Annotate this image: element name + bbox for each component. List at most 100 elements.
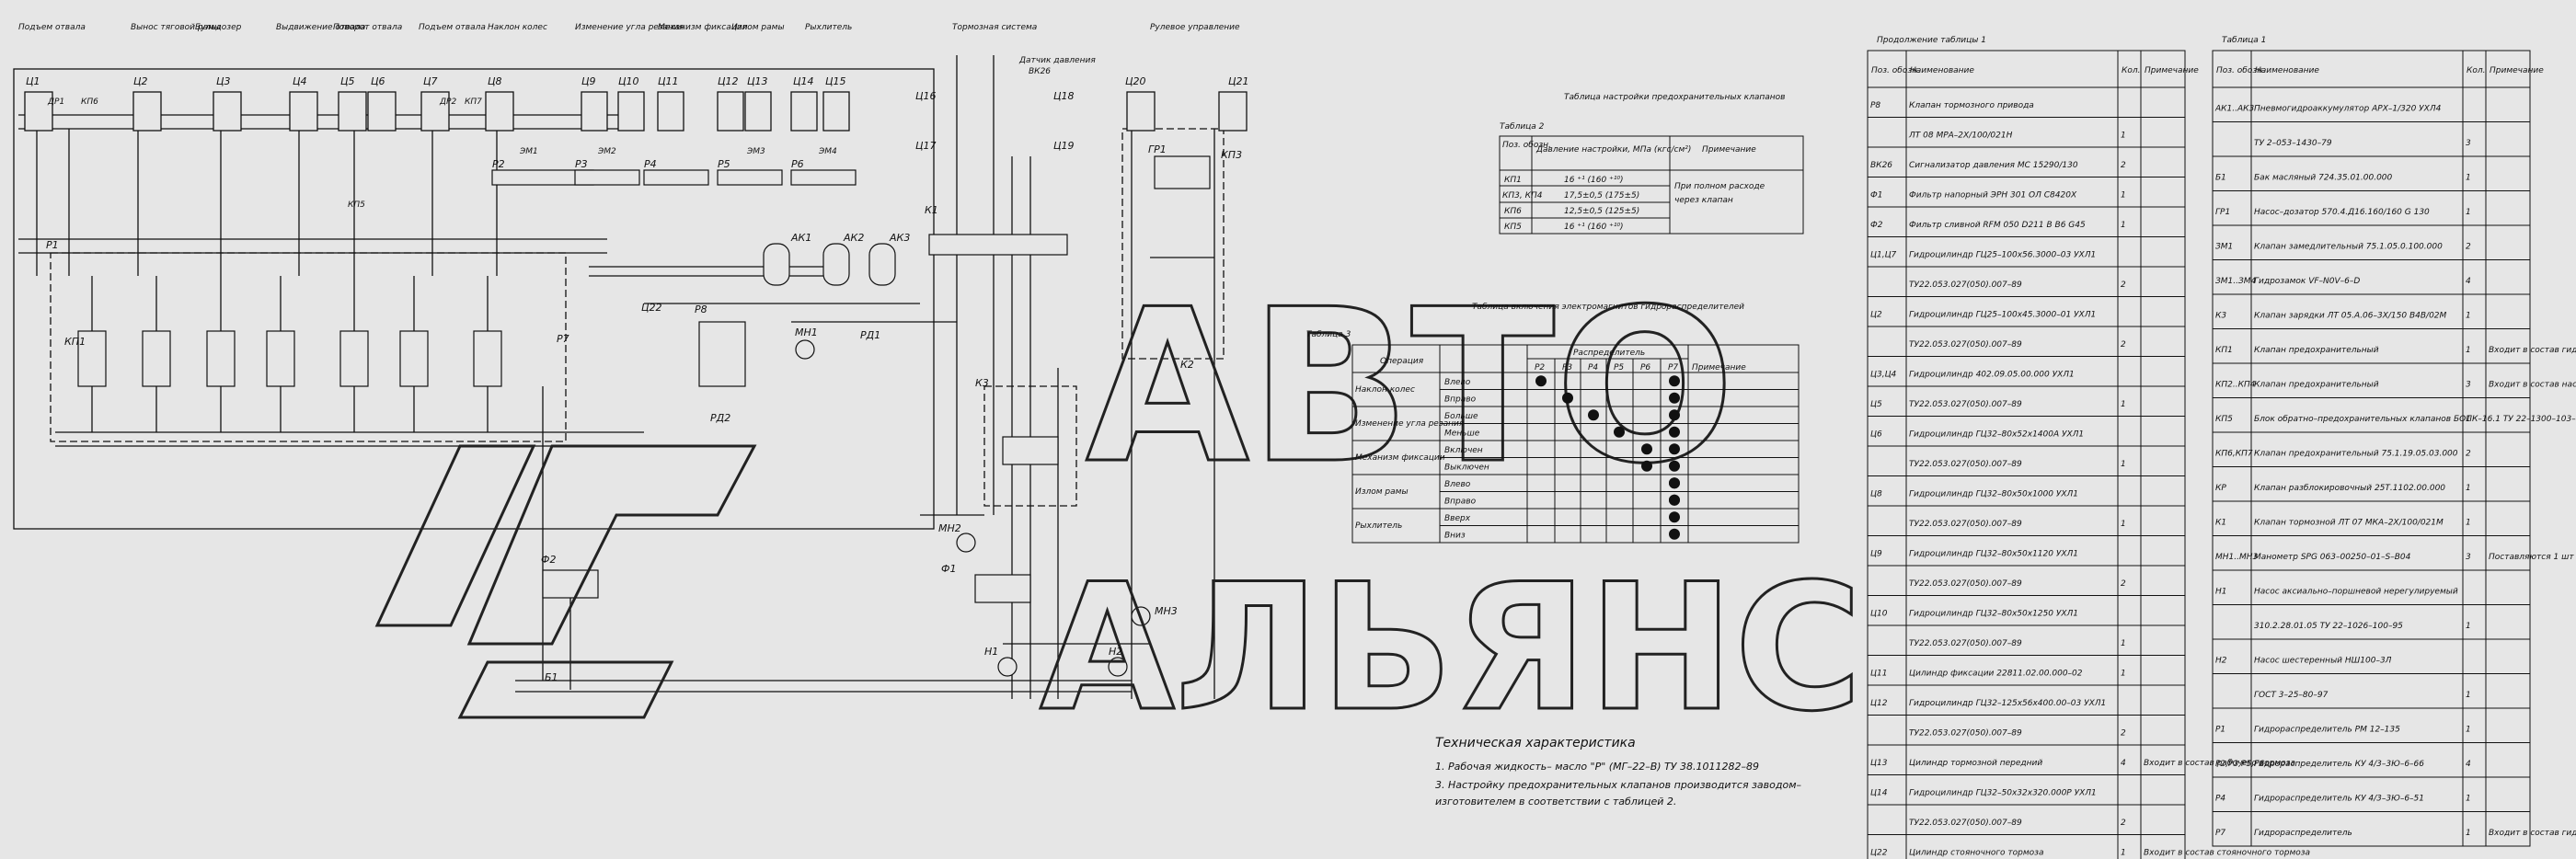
spec-cell: Пневмогидроаккумулятор АРХ–1/320 УХЛ4: [2254, 105, 2442, 114]
label-p8: Р8: [695, 304, 707, 315]
top-label: Бульдозер: [195, 23, 242, 32]
spec-cell: 2: [2121, 729, 2126, 739]
table3-dot: [1562, 392, 1573, 404]
spec-cell: 1: [2121, 132, 2126, 141]
spec-cell: Ц13: [1870, 759, 1888, 768]
cyl-label: Ц19: [1053, 140, 1075, 152]
cyl-label: Ц17: [915, 140, 937, 152]
spec-cell: 1: [2121, 400, 2126, 409]
cyl-label: Ц9: [581, 75, 596, 87]
label-ak3: АК3: [889, 232, 910, 244]
label-kp6: КП6: [81, 97, 98, 107]
table3-dot: [1669, 460, 1680, 472]
table2-header: Давление настройки, МПа (кгс/см²): [1535, 145, 1691, 155]
label-em1: ЭМ1: [519, 147, 538, 156]
spec-cell: ТУ22.053.027(050).007–89: [1909, 729, 2022, 739]
spec-cell: Ц10: [1870, 610, 1888, 619]
top-label: Излом рамы: [731, 23, 785, 32]
table3-group-header: Распределитель: [1573, 349, 1645, 358]
top-label: Рыхлитель: [805, 23, 852, 32]
spec-cell: Фильтр напорный ЭРН 301 ОЛ С8420Х: [1909, 191, 2077, 200]
table2-cell: КП1: [1504, 176, 1522, 185]
table3-direction: Вниз: [1444, 532, 1466, 541]
spec-cell: Ц14: [1870, 789, 1888, 798]
spec-cell: Насос–дозатор 570.4.Д16.160/160 G 130: [2254, 208, 2430, 217]
table2-cell: 16 ⁺¹ (160 ⁺¹⁰): [1564, 176, 1624, 185]
table3-dot: [1588, 409, 1599, 421]
label-em2: ЭМ2: [597, 147, 616, 156]
spec-header: Наименование: [1910, 66, 1974, 75]
label-dr1: ДР1: [47, 97, 64, 107]
spec-cell: 2: [2121, 281, 2126, 290]
spec-cell: КП1: [2215, 346, 2233, 355]
spec-cell: Ф1: [1870, 191, 1882, 200]
table3-operation: Наклон колес: [1355, 385, 1415, 395]
spec-cell: Ц8: [1870, 490, 1882, 499]
spec-cell: Гидрораспределитель: [2254, 829, 2352, 838]
spec-cell: 3: [2466, 553, 2471, 562]
spec-cell: 1: [2121, 670, 2126, 679]
table3-direction: Выключен: [1444, 464, 1489, 473]
spec-header: Поз. обозн.: [1871, 66, 1920, 75]
table3-dot: [1669, 443, 1680, 455]
spec-cell: Цилиндр тормозной передний: [1909, 759, 2042, 768]
spec-header: Наименование: [2255, 66, 2319, 75]
spec-header: Кол.: [2122, 66, 2141, 75]
spec-cell: Гидрораспределитель РМ 12–135: [2254, 726, 2400, 735]
table2-cell: 17,5±0,5 (175±5): [1564, 191, 1639, 200]
label-k3: К3: [975, 377, 989, 389]
spec-cell: 4: [2466, 760, 2471, 769]
spec-cell: 4: [2121, 759, 2126, 768]
spec-cell: Гидроцилиндр ГЦ25–100х56.3000–03 УХЛ1: [1909, 251, 2096, 260]
spec-cell: ТУ22.053.027(050).007–89: [1909, 340, 2022, 349]
spec-cell: Гидрораспределитель КУ 4/3–3Ю–6–51: [2254, 795, 2424, 804]
table3-header: Р2: [1535, 363, 1545, 372]
spec-cell: 1: [2466, 208, 2471, 217]
spec-cell: 1: [2466, 622, 2471, 631]
label-p5: Р5: [718, 158, 730, 170]
spec-cell: Насос шестеренный НШ100–3Л: [2254, 657, 2392, 666]
label-p6: Р6: [791, 158, 804, 170]
label-b1: Б1: [545, 671, 558, 683]
spec-cell: ВК26: [1870, 161, 1892, 170]
spec-header: Кол.: [2467, 66, 2486, 75]
spec1-title: Продолжение таблицы 1: [1877, 36, 1986, 45]
spec-cell: К1: [2215, 519, 2226, 528]
spec-cell: 1: [2466, 519, 2471, 528]
top-label: Тормозная система: [952, 23, 1037, 32]
spec-table-1: Продолжение таблицы 1 Поз. обозн.Наимено…: [1867, 36, 2310, 859]
table3-header: Р6: [1640, 363, 1650, 372]
table3-operation: Изменение угла резания: [1355, 419, 1465, 429]
table2-cell: КП6: [1504, 207, 1522, 216]
table3-header: Р5: [1614, 363, 1624, 372]
spec-cell: 1: [2466, 346, 2471, 355]
label-ak1: АК1: [790, 232, 811, 244]
watermark-line1: АВТО: [1086, 265, 1735, 510]
spec-cell: 1: [2466, 415, 2471, 424]
table3-dot: [1535, 375, 1547, 387]
spec-cell: Клапан предохранительный: [2254, 346, 2379, 355]
label-n1: Н1: [984, 646, 998, 658]
cyl-label: Ц18: [1053, 90, 1075, 102]
table3-caption: Таблица 3: [1306, 330, 1351, 339]
label-kp7: КП7: [465, 97, 482, 107]
spec-cell: МН1..МН3: [2215, 553, 2259, 562]
top-label: Вынос тяговой рамы: [131, 23, 221, 32]
label-f2: Ф2: [541, 554, 556, 566]
table2-cell: КП3, КП4: [1502, 191, 1543, 200]
label-p7: Р7: [557, 333, 569, 345]
spec-cell: 1: [2466, 726, 2471, 735]
spec-header: Примечание: [2145, 66, 2199, 75]
label-p1: Р1: [46, 239, 59, 251]
spec-cell: 1: [2466, 484, 2471, 493]
cyl-label: Ц22: [641, 302, 662, 314]
label-rd2: РД2: [710, 412, 730, 424]
label-vk26: ВК26: [1029, 67, 1051, 76]
table3-direction: Больше: [1444, 412, 1478, 421]
spec-cell: Клапан предохранительный: [2254, 381, 2379, 390]
spec-cell: ТУ22.053.027(050).007–89: [1909, 579, 2022, 589]
spec-cell: 1: [2466, 691, 2471, 700]
table2-cell: 12,5±0,5 (125±5): [1564, 207, 1639, 216]
label-mn1: МН1: [795, 326, 818, 338]
label-gr1: ГР1: [1148, 143, 1167, 155]
